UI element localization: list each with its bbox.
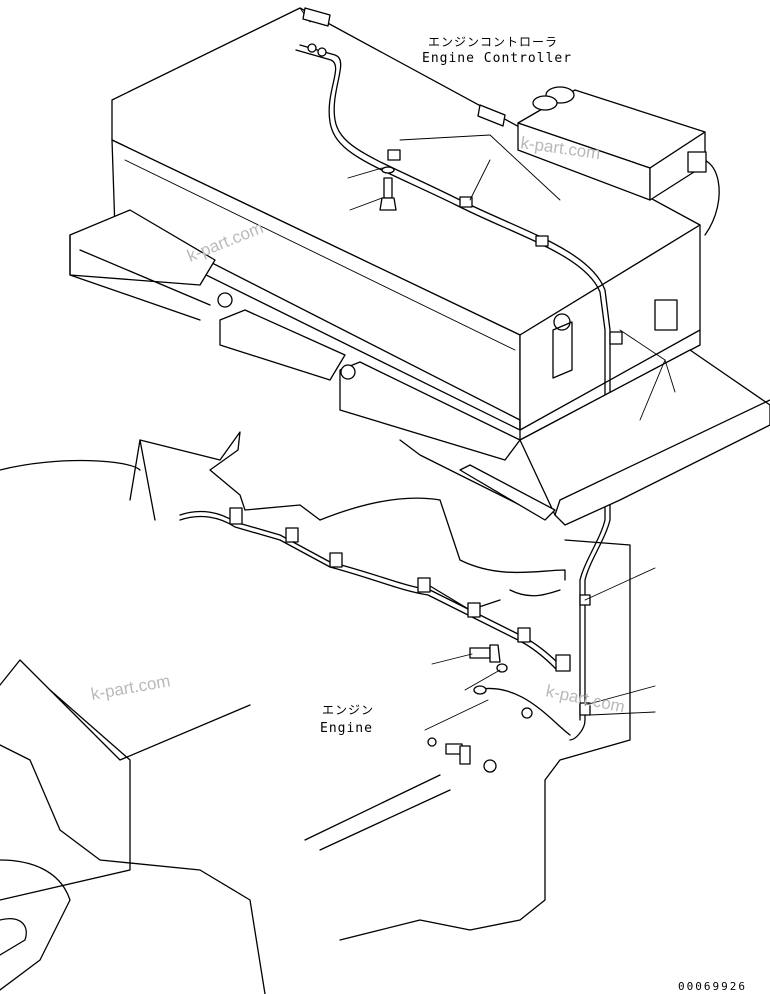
connector-box [517, 86, 720, 236]
watermark-3: k-part.com [89, 671, 171, 704]
engine-label-jp: エンジン [322, 703, 374, 717]
bolt-washer-set-1 [379, 166, 397, 211]
engine-outline [0, 431, 631, 994]
controller-label-jp: エンジンコントローラ [428, 35, 558, 49]
mounting-frame [69, 209, 770, 526]
engine-controller-box [111, 7, 701, 441]
bolt-washer-set-2 [427, 644, 508, 773]
leader-lines [347, 134, 676, 731]
engine-harness [179, 507, 591, 736]
controller-harness [295, 43, 623, 741]
controller-label-en: Engine Controller [422, 51, 572, 66]
engine-label-en: Engine [320, 721, 373, 736]
drawing-code: 00069926 [678, 980, 747, 993]
